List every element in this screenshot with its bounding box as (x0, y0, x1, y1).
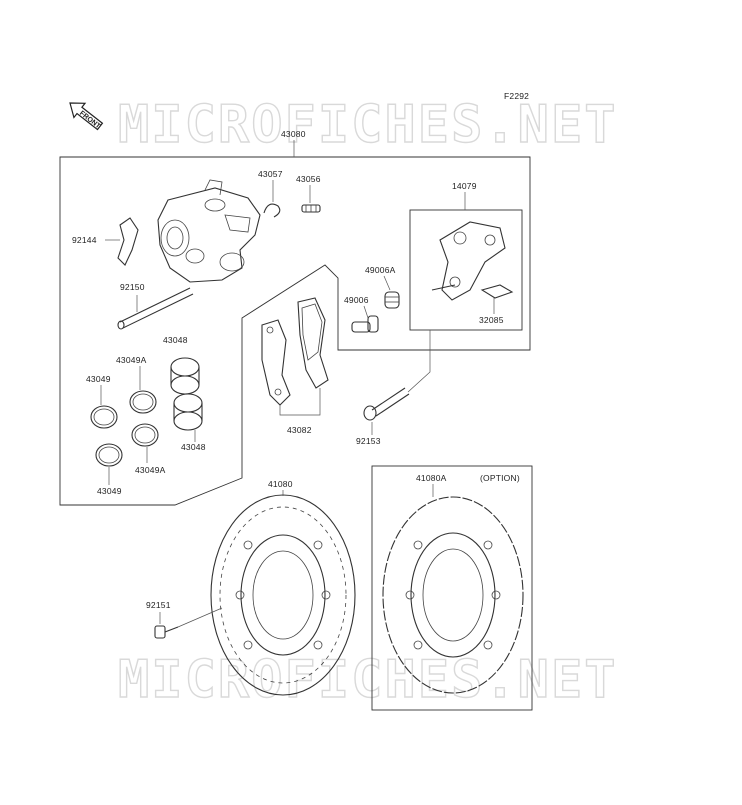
label-92153: 92153 (356, 436, 381, 446)
part-92150 (117, 287, 194, 330)
brake-pad-left (261, 319, 291, 406)
leader-92153-line (407, 330, 431, 393)
label-43049-upper: 43049 (86, 374, 111, 384)
label-43057: 43057 (258, 169, 283, 179)
leader-92151-line (177, 607, 223, 628)
label-43080: 43080 (281, 129, 306, 139)
label-14079: 14079 (452, 181, 477, 191)
leader-49006A (383, 275, 391, 291)
label-41080: 41080 (268, 479, 293, 489)
label-92150: 92150 (120, 282, 145, 292)
part-92151 (154, 625, 179, 639)
brake-disc-option-icon (382, 496, 524, 694)
bracket-outline (409, 209, 523, 331)
leader-43082 (279, 388, 321, 416)
label-43048-lower: 43048 (181, 442, 206, 452)
watermark-bottom: MICROFICHES.NET (118, 650, 618, 710)
part-49006 (351, 315, 379, 333)
brake-disc-icon (210, 494, 356, 696)
label-43049A-lower: 43049A (135, 465, 166, 475)
brake-pad-right (297, 297, 329, 389)
label-43048-upper: 43048 (163, 335, 188, 345)
part-92144 (117, 217, 139, 266)
option-label: (OPTION) (480, 473, 520, 483)
figure-code: F2292 (504, 91, 529, 101)
part-43057 (263, 203, 281, 218)
label-92151: 92151 (146, 600, 171, 610)
caliper-assembly-outline (59, 156, 531, 506)
part-92153 (363, 387, 410, 421)
bracket-part (431, 221, 506, 301)
seal-43049A-lower (131, 423, 159, 447)
brake-caliper-icon (157, 179, 261, 283)
label-43049-lower: 43049 (97, 486, 122, 496)
seal-43049A-upper (129, 390, 157, 414)
label-43082: 43082 (287, 425, 312, 435)
part-43048-upper (170, 357, 200, 395)
seal-43049-lower (95, 443, 123, 467)
label-32085: 32085 (479, 315, 504, 325)
part-49006A (384, 291, 400, 309)
watermark-top: MICROFICHES.NET (118, 95, 618, 155)
label-49006: 49006 (344, 295, 369, 305)
label-49006A: 49006A (365, 265, 396, 275)
part-43056 (301, 204, 321, 213)
seal-43049-upper (90, 405, 118, 429)
label-43049A-upper: 43049A (116, 355, 147, 365)
label-92144: 92144 (72, 235, 97, 245)
front-arrow-icon: FRONT (69, 102, 104, 131)
part-43048-lower (173, 393, 203, 431)
option-box (371, 465, 533, 711)
part-32085 (480, 284, 514, 299)
label-43056: 43056 (296, 174, 321, 184)
leader-49006 (363, 305, 369, 319)
label-41080A: 41080A (416, 473, 447, 483)
